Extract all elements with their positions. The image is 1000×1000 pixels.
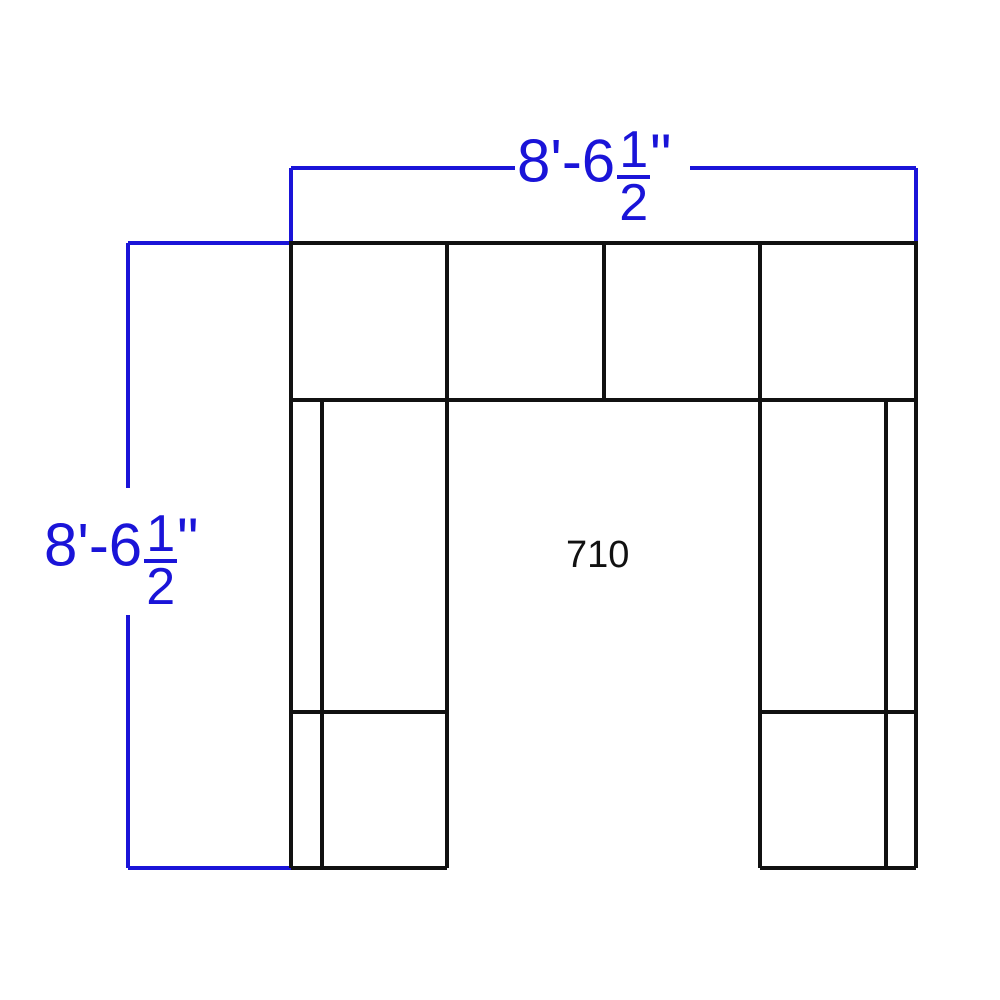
left-dimension-lead: 8'-6 <box>44 511 143 579</box>
top-dimension-line <box>289 166 918 243</box>
back-seat-4 <box>758 241 918 402</box>
back-seat-2 <box>445 241 606 402</box>
top-dimension-numerator: 1 <box>617 121 651 180</box>
left-dimension-denominator: 2 <box>146 558 176 617</box>
back-seat-1 <box>289 241 449 402</box>
top-dimension-lead: 8'-6 <box>517 127 616 195</box>
sofa-outline <box>289 241 918 870</box>
top-dimension-inch-mark: " <box>650 122 672 189</box>
model-number-label: 710 <box>566 534 630 576</box>
left-dimension-line <box>126 241 291 870</box>
back-seat-3 <box>602 241 762 402</box>
top-dimension-denominator: 2 <box>619 174 649 233</box>
left-dimension-numerator: 1 <box>144 505 178 564</box>
left-dimension-inch-mark: " <box>177 506 199 573</box>
